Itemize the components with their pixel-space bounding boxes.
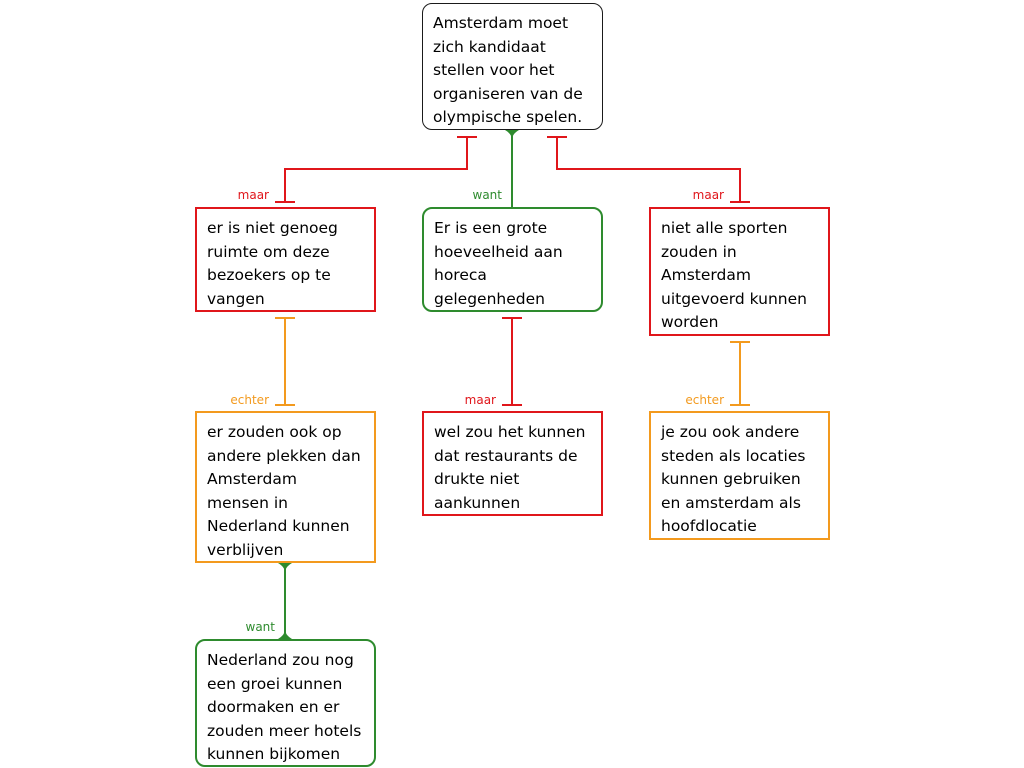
connector-maar-middle bbox=[502, 317, 522, 406]
connector-want-bottom bbox=[278, 563, 292, 639]
edge-label-echter-left: echter bbox=[230, 393, 269, 407]
objection-sports-node[interactable]: niet alle sporten zouden in Amsterdam ui… bbox=[649, 207, 830, 336]
edge-label-want-center: want bbox=[472, 188, 502, 202]
rebuttal-elsewhere-node[interactable]: er zouden ook op andere plekken dan Amst… bbox=[195, 411, 376, 563]
objection-space-node[interactable]: er is niet genoeg ruimte om deze bezoeke… bbox=[195, 207, 376, 312]
connector-echter-left bbox=[275, 317, 295, 406]
rebuttal-cities-node[interactable]: je zou ook andere steden als locaties ku… bbox=[649, 411, 830, 540]
connector-maar-right bbox=[547, 136, 750, 203]
connector-want-center bbox=[505, 130, 519, 207]
objection-restaurants-node[interactable]: wel zou het kunnen dat restaurants de dr… bbox=[422, 411, 603, 516]
edge-label-echter-right: echter bbox=[685, 393, 724, 407]
edge-label-maar-middle: maar bbox=[464, 393, 496, 407]
edge-label-maar-right: maar bbox=[692, 188, 724, 202]
edge-label-maar-left: maar bbox=[237, 188, 269, 202]
claim-node[interactable]: Amsterdam moet zich kandidaat stellen vo… bbox=[422, 3, 603, 130]
edge-label-want-bottom: want bbox=[245, 620, 275, 634]
connector-echter-right bbox=[730, 341, 750, 406]
connector-maar-left bbox=[275, 136, 477, 203]
reason-growth-node[interactable]: Nederland zou nog een groei kunnen doorm… bbox=[195, 639, 376, 767]
reason-horeca-node[interactable]: Er is een grote hoeveelheid aan horeca g… bbox=[422, 207, 603, 312]
